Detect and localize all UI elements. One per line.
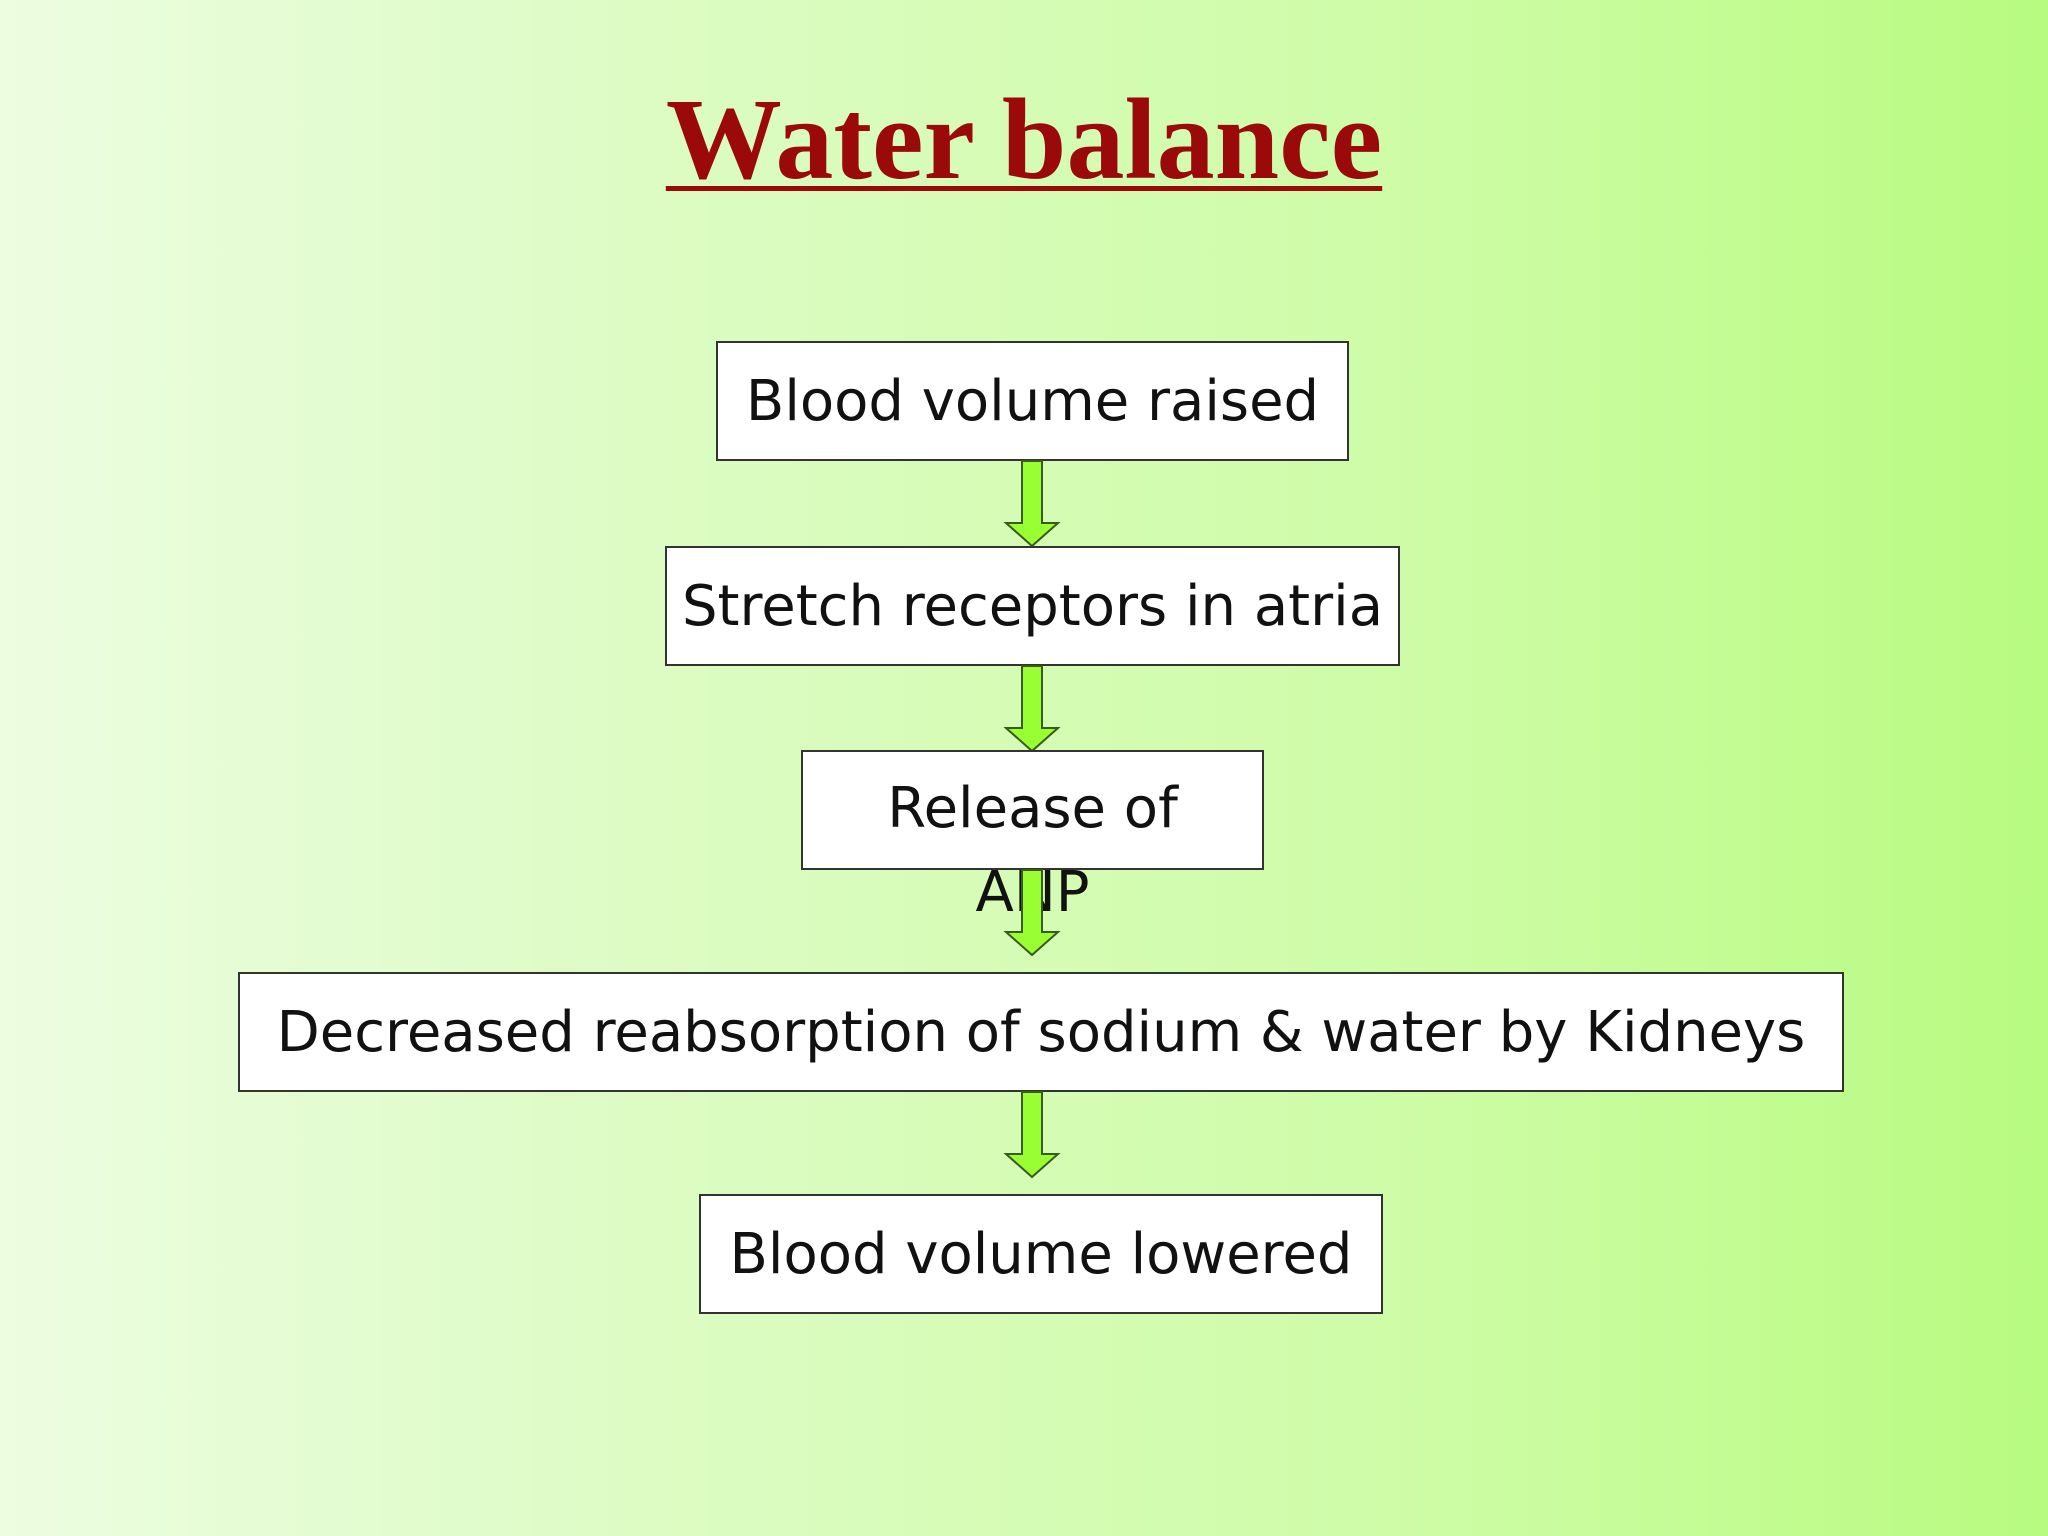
- step-box-blood-volume-lowered: Blood volume lowered: [699, 1194, 1383, 1314]
- down-arrow-icon: [1003, 1091, 1061, 1179]
- slide-title: Water balance: [665, 76, 1383, 204]
- step-label: Decreased reabsorption of sodium & water…: [276, 999, 1806, 1065]
- step-label: Blood volume raised: [745, 368, 1320, 434]
- down-arrow-icon: [1003, 460, 1061, 548]
- step-box-frame: [801, 750, 1264, 870]
- step-label: Blood volume lowered: [729, 1221, 1353, 1287]
- step-box-decreased-reabsorption: Decreased reabsorption of sodium & water…: [238, 972, 1844, 1092]
- step-box-stretch-receptors: Stretch receptors in atria: [665, 546, 1400, 666]
- down-arrow-icon: [1003, 665, 1061, 753]
- step-box-release-of-anp: Release of ANP: [801, 750, 1264, 925]
- down-arrow-icon: [1003, 869, 1061, 957]
- step-box-blood-volume-raised: Blood volume raised: [716, 341, 1349, 461]
- step-label-line1: Release of: [887, 776, 1178, 841]
- step-label: Stretch receptors in atria: [681, 573, 1384, 639]
